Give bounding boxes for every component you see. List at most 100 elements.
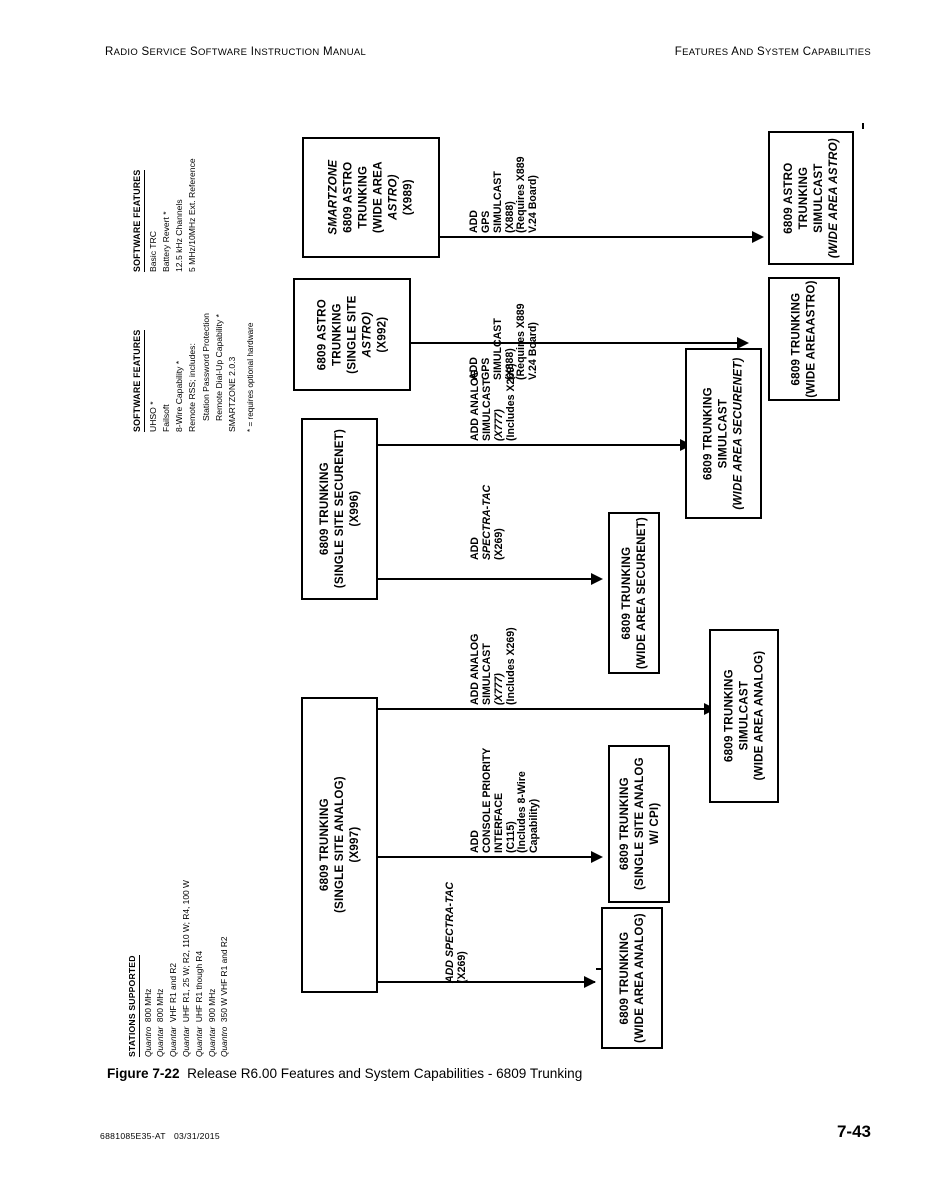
arrow-line-smartzone-to-simulcast (440, 236, 756, 239)
label-line: (X777) (492, 409, 505, 441)
arrow-line-securenet-to-simulcast (378, 444, 684, 447)
box-line: ASTRO) (360, 311, 374, 358)
software-features-list-2: SOFTWARE FEATURES UHSO * Failsoft 8-Wire… (132, 313, 255, 432)
box-trunking-single-site-analog-cpi-inner: 6809 TRUNKING (SINGLE SITE ANALOG W/ CPI… (610, 747, 668, 901)
box-line: (X992) (375, 316, 389, 353)
box-line: (SINGLE SITE ANALOG (632, 757, 646, 891)
arrow-label-analog-simulcast-2: ADD ANALOG SIMULCAST (X777) (Includes X2… (469, 627, 517, 705)
arrow-label-spectra-tac-1: ADD SPECTRA-TAC (X269) (469, 484, 506, 560)
box-line: (X996) (348, 491, 362, 528)
label-line: (Includes X269) (504, 627, 517, 705)
software-features-2-item: Failsoft (160, 404, 171, 432)
box-trunking-wide-area-securenet-text: 6809 TRUNKING (WIDE AREA SECURENET) (619, 517, 649, 669)
box-astro-single-site-text: 6809 ASTRO TRUNKING (SINGLE SITE ASTRO) … (314, 295, 389, 373)
box-trunking-single-site-analog[interactable]: 6809 TRUNKING (SINGLE SITE ANALOG) (X997… (301, 697, 378, 993)
label-line: SIMULCAST (480, 643, 493, 705)
station-model: Quantar (168, 1026, 179, 1057)
software-features-2-item: Remote RSS; includes: (187, 343, 198, 432)
box-trunking-simulcast-wide-area-analog[interactable]: 6809 TRUNKING SIMULCAST (WIDE AREA ANALO… (709, 629, 779, 803)
stations-supported-item: Quantar UHF R1 though R4 (193, 880, 204, 1057)
box-line: W/ CPI) (647, 803, 661, 845)
stations-supported-item: Quantar 800 MHz (155, 880, 165, 1057)
arrow-head-analog-to-wide-area (584, 975, 596, 988)
box-line: (WIDE AREA ASTRO) (827, 138, 841, 258)
software-features-2-item: Station Password Protection (200, 313, 211, 421)
box-line: (WIDE AREA (371, 161, 385, 234)
box-line: 6809 ASTRO (315, 298, 329, 371)
station-model: Quantro (142, 1026, 153, 1057)
arrow-label-console-priority-interface: ADD CONSOLE PRIORITY INTERFACE (C115) (I… (469, 747, 541, 853)
software-features-2-item: SMARTZONE 2.0.3 (226, 356, 237, 432)
footer-date: 03/31/2015 (173, 1131, 220, 1141)
box-line: SIMULCAST (812, 163, 826, 233)
box-line: TRUNKING (356, 166, 370, 229)
box-line: 6809 TRUNKING (722, 669, 736, 763)
box-astro-single-site[interactable]: 6809 ASTRO TRUNKING (SINGLE SITE ASTRO) … (293, 278, 411, 391)
arrow-head-astro-ss-to-wa (737, 336, 749, 349)
label-line: (X269) (492, 528, 505, 560)
box-trunking-wide-area-securenet[interactable]: 6809 TRUNKING (WIDE AREA SECURENET) (608, 512, 660, 674)
box-line: (WIDE AREA SECURENET) (732, 357, 746, 510)
running-head-right: FEATURES AND SYSTEM CAPABILITIES (674, 46, 871, 58)
box-smartzone-astro-wide-area[interactable]: SMARTZONE 6809 ASTRO TRUNKING (WIDE AREA… (302, 137, 440, 258)
label-line: (X777) (492, 673, 505, 705)
arrow-line-astro-ss-to-wa (411, 342, 741, 345)
box-line: (SINGLE SITE SECURENET) (332, 429, 346, 589)
stations-supported-item: Quantar UHF R1, 25 W; R2, 110 W; R4, 100… (180, 880, 191, 1057)
box-line: 6809 ASTRO (341, 161, 355, 234)
box-trunking-single-site-analog-text: 6809 TRUNKING (SINGLE SITE ANALOG) (X997… (317, 777, 362, 914)
box-trunking-wide-area-astro[interactable]: 6809 TRUNKING (WIDE AREAASTRO) (768, 277, 840, 401)
arrow-label-gps-simulcast-1: ADD GPS SIMULCAST (X888) (Requires X889 … (468, 156, 540, 233)
box-line: TRUNKING (796, 166, 810, 230)
box-line: ASTRO) (387, 174, 401, 221)
box-trunking-single-site-analog-cpi[interactable]: 6809 TRUNKING (SINGLE SITE ANALOG W/ CPI… (608, 745, 670, 903)
arrow-head-analog-to-cpi (591, 850, 603, 863)
box-trunking-simulcast-wide-area-analog-inner: 6809 TRUNKING SIMULCAST (WIDE AREA ANALO… (711, 631, 777, 801)
box-trunking-single-site-analog-inner: 6809 TRUNKING (SINGLE SITE ANALOG) (X997… (303, 699, 376, 991)
software-features-2-title: SOFTWARE FEATURES (132, 329, 145, 432)
box-line: 6809 TRUNKING (701, 387, 715, 480)
box-line: SIMULCAST (716, 398, 730, 469)
station-model: Quantar (206, 1026, 217, 1057)
arrow-line-securenet-to-spectratac (378, 578, 595, 581)
box-line: (WIDE AREAASTRO) (805, 280, 819, 398)
box-line: 6809 ASTRO (781, 162, 795, 234)
label-line: V.24 Board) (527, 175, 540, 233)
station-desc: 800 MHz (142, 988, 153, 1023)
software-features-footnote: * = requires optional hardware (245, 322, 255, 432)
station-desc: 350 W VHF R1 and R2 (219, 936, 230, 1023)
station-desc: UHF R1, 25 W; R2, 110 W; R4, 100 W (180, 880, 191, 1023)
box-trunking-wide-area-astro-inner: 6809 TRUNKING (WIDE AREAASTRO) (770, 279, 838, 399)
software-features-list-1: SOFTWARE FEATURES Basic TRC Battery Reve… (132, 158, 202, 272)
footer-page-number: 7-43 (836, 1122, 871, 1141)
box-line: (SINGLE SITE ANALOG) (332, 776, 346, 914)
box-line: TRUNKING (330, 303, 344, 366)
label-line-text: ADD SPECTRA-TAC (444, 881, 456, 983)
box-trunking-single-site-securenet[interactable]: 6809 TRUNKING (SINGLE SITE SECURENET) (X… (301, 418, 378, 600)
label-line: CONSOLE PRIORITY (480, 747, 493, 853)
box-trunking-single-site-analog-cpi-text: 6809 TRUNKING (SINGLE SITE ANALOG W/ CPI… (616, 758, 661, 891)
arrow-tick-mark (596, 968, 601, 970)
footer-doc-number: 6881085E35-AT (100, 1131, 166, 1141)
software-features-1-item: 5 MHz/10MHz Ext. Reference (187, 158, 198, 272)
box-trunking-wide-area-analog-inner: 6809 TRUNKING (WIDE AREA ANALOG) (603, 909, 661, 1047)
box-trunking-wide-area-analog[interactable]: 6809 TRUNKING (WIDE AREA ANALOG) (601, 907, 663, 1049)
box-trunking-simulcast-wide-area-securenet[interactable]: 6809 TRUNKING SIMULCAST (WIDE AREA SECUR… (685, 348, 762, 519)
box-trunking-wide-area-analog-text: 6809 TRUNKING (WIDE AREA ANALOG) (617, 913, 647, 1043)
box-trunking-simulcast-wide-area-securenet-text: 6809 TRUNKING SIMULCAST (WIDE AREA SECUR… (701, 357, 746, 509)
software-features-1-title: SOFTWARE FEATURES (132, 169, 145, 272)
box-trunking-wide-area-astro-text: 6809 TRUNKING (WIDE AREAASTRO) (789, 280, 819, 397)
software-features-1-item: Basic TRC (147, 231, 158, 272)
box-line: (WIDE AREA SECURENET) (635, 516, 649, 670)
software-features-1-item: Battery Revert * (160, 211, 171, 272)
box-line: (WIDE AREA ANALOG) (633, 913, 646, 1043)
label-line: GPS (479, 210, 492, 233)
label-line: SPECTRA-TAC (480, 484, 493, 560)
corner-tick-mark (862, 123, 864, 129)
arrow-head-smartzone-to-simulcast (752, 230, 764, 243)
software-features-2-item: Remote Dial-Up Capability * (213, 314, 224, 421)
station-desc: UHF R1 though R4 (193, 950, 204, 1023)
box-line: 6809 TRUNKING (789, 292, 803, 386)
box-astro-trunking-simulcast-wide-area[interactable]: 6809 ASTRO TRUNKING SIMULCAST (WIDE AREA… (768, 131, 854, 265)
